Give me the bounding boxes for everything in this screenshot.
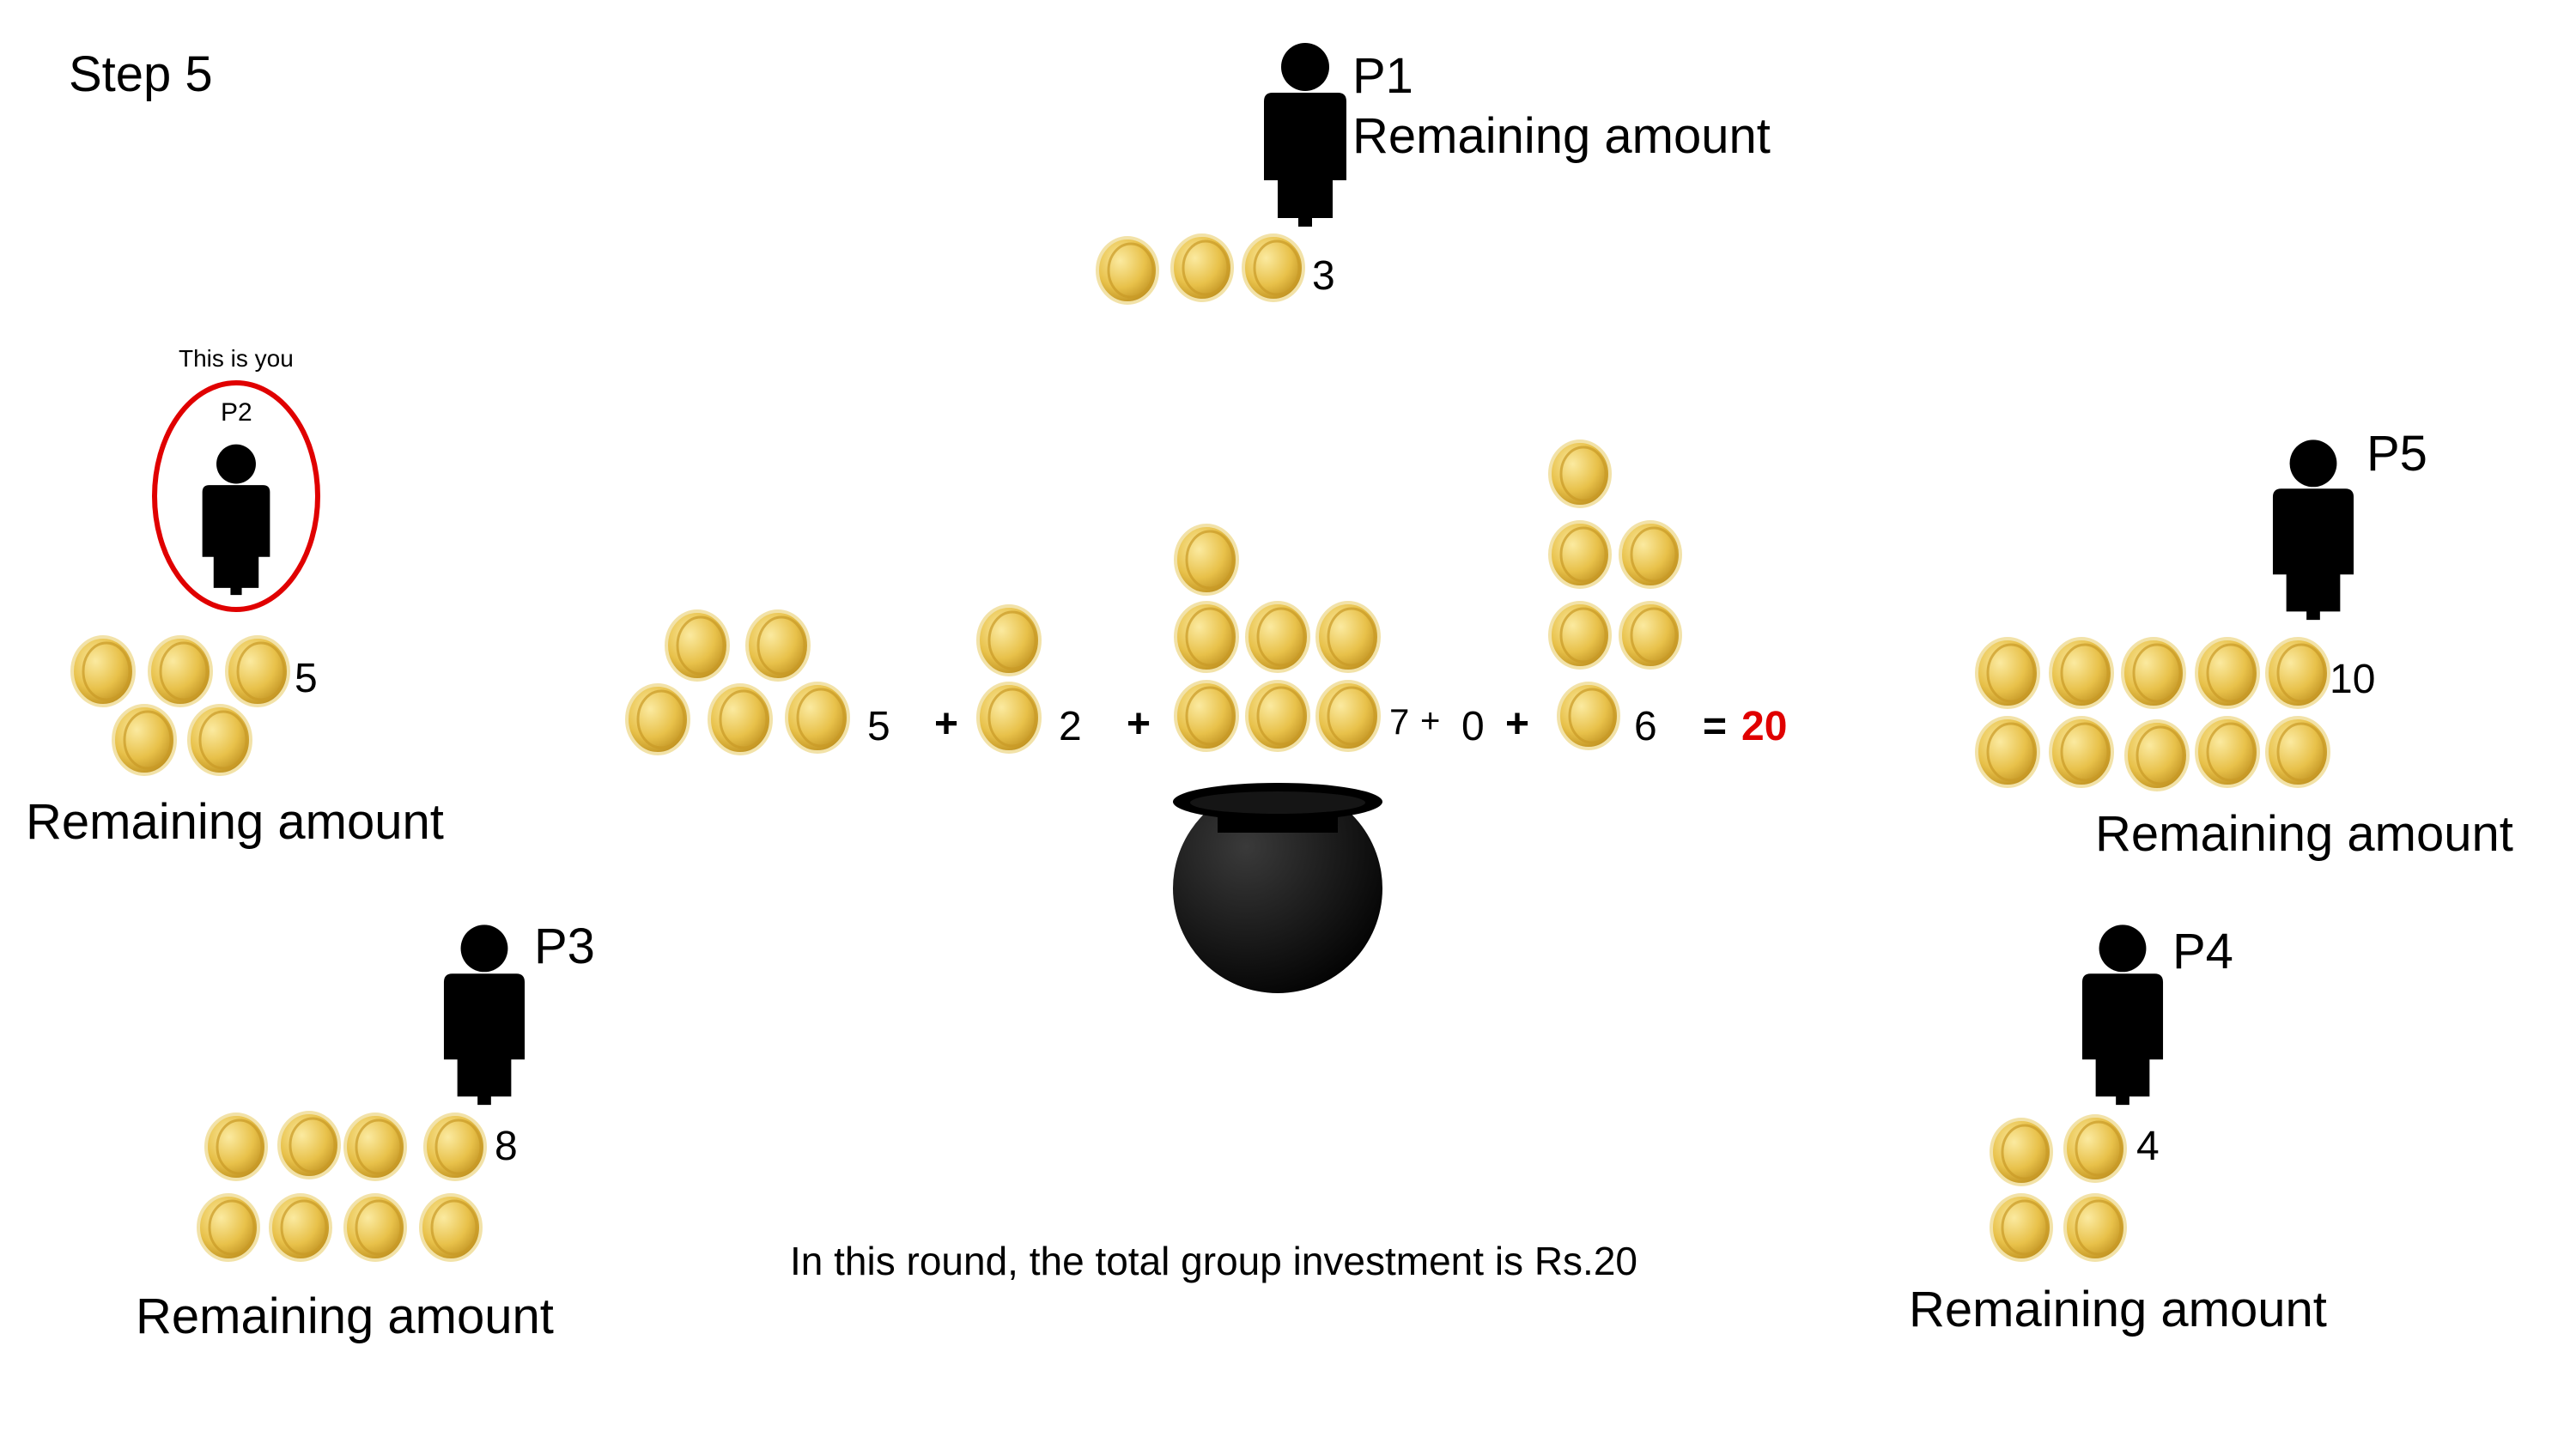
coin-icon bbox=[625, 683, 690, 755]
pot-icon bbox=[1173, 783, 1382, 993]
coin-icon bbox=[343, 1113, 407, 1181]
coin-icon bbox=[785, 682, 850, 754]
coin-icon bbox=[1242, 233, 1305, 302]
contribution-term-4: 0 bbox=[1461, 704, 1485, 749]
p1-name: P1 bbox=[1352, 48, 1413, 104]
coin-icon bbox=[1548, 601, 1612, 670]
p1-remaining-coins bbox=[1096, 233, 1305, 305]
coin-icon bbox=[1975, 716, 2040, 788]
coin-icon bbox=[225, 635, 290, 707]
coin-icon bbox=[665, 609, 730, 682]
p2-remaining-label: Remaining amount bbox=[26, 794, 444, 850]
coin-icon bbox=[112, 704, 177, 776]
p2-name: P2 bbox=[221, 398, 252, 427]
coin-icon bbox=[2049, 637, 2114, 709]
coin-icon bbox=[2049, 716, 2114, 788]
coin-icon bbox=[2063, 1193, 2127, 1262]
you-label: This is you bbox=[179, 345, 294, 372]
p4-person-icon bbox=[2081, 925, 2164, 1106]
equals-sign: = bbox=[1703, 704, 1728, 749]
coin-icon bbox=[1990, 1193, 2053, 1262]
p1-contribution-coins bbox=[1174, 524, 1381, 752]
p4-remaining-value: 4 bbox=[2136, 1124, 2160, 1169]
coin-icon bbox=[204, 1113, 268, 1181]
coin-icon bbox=[197, 1193, 260, 1262]
p2-contribution-coins bbox=[625, 609, 850, 755]
plus-sign-3: + bbox=[1420, 702, 1441, 740]
coin-icon bbox=[1245, 601, 1310, 673]
contribution-term-2: 2 bbox=[1059, 704, 1082, 749]
coin-icon bbox=[2195, 637, 2260, 709]
coin-icon bbox=[419, 1193, 483, 1262]
coin-icon bbox=[2265, 716, 2330, 788]
coin-icon bbox=[423, 1113, 487, 1181]
coin-icon bbox=[2195, 716, 2260, 788]
p3-remaining-label: Remaining amount bbox=[136, 1288, 554, 1344]
coin-icon bbox=[1174, 601, 1239, 673]
coin-icon bbox=[343, 1193, 407, 1262]
p4-name: P4 bbox=[2172, 924, 2233, 979]
p2-remaining-value: 5 bbox=[295, 656, 318, 701]
p3-name: P3 bbox=[534, 919, 595, 974]
p2-person-icon bbox=[202, 444, 270, 596]
coin-icon bbox=[2265, 637, 2330, 709]
p1-remaining-value: 3 bbox=[1312, 253, 1335, 299]
coin-icon bbox=[976, 682, 1042, 754]
contribution-term-3: 7 bbox=[1389, 701, 1410, 742]
coin-icon bbox=[187, 704, 252, 776]
coin-icon bbox=[1315, 680, 1381, 752]
p5-name: P5 bbox=[2366, 426, 2427, 482]
p1-remaining-label: Remaining amount bbox=[1352, 108, 1771, 164]
contribution-term-5: 6 bbox=[1634, 704, 1657, 749]
p5-contribution-coins bbox=[1548, 440, 1682, 750]
coin-icon bbox=[1990, 1118, 2053, 1186]
coin-icon bbox=[148, 635, 213, 707]
coin-icon bbox=[1096, 236, 1159, 305]
coin-icon bbox=[708, 683, 773, 755]
coin-icon bbox=[1548, 440, 1612, 508]
coin-icon bbox=[745, 609, 811, 682]
p5-remaining-value: 10 bbox=[2330, 657, 2376, 702]
p3-person-icon bbox=[443, 925, 526, 1106]
p3-remaining-coins bbox=[197, 1111, 487, 1262]
coin-icon bbox=[1619, 601, 1682, 670]
step-label: Step 5 bbox=[69, 46, 213, 102]
plus-sign-1: + bbox=[934, 701, 959, 747]
you-highlight-ring bbox=[152, 380, 320, 612]
plus-sign-4: + bbox=[1505, 701, 1530, 747]
coin-icon bbox=[1174, 524, 1239, 596]
plus-sign-2: + bbox=[1127, 701, 1151, 747]
coin-icon bbox=[277, 1111, 341, 1179]
contribution-term-1: 5 bbox=[867, 704, 890, 749]
p5-person-icon bbox=[2272, 440, 2354, 621]
round-summary-text: In this round, the total group investmen… bbox=[790, 1239, 1637, 1283]
coin-icon bbox=[1245, 680, 1310, 752]
total-investment-value: 20 bbox=[1741, 704, 1788, 749]
coin-icon bbox=[2121, 637, 2186, 709]
coin-icon bbox=[1174, 680, 1239, 752]
coin-icon bbox=[70, 635, 136, 707]
p4-remaining-coins bbox=[1990, 1114, 2127, 1262]
coin-icon bbox=[2063, 1114, 2127, 1183]
coin-icon bbox=[1548, 520, 1612, 589]
p4-remaining-label: Remaining amount bbox=[1909, 1282, 2327, 1337]
p2-remaining-coins bbox=[70, 635, 290, 776]
coin-groups bbox=[70, 233, 2330, 1262]
p5-remaining-label: Remaining amount bbox=[2095, 806, 2513, 862]
coin-icon bbox=[2124, 719, 2190, 791]
p5-remaining-coins bbox=[1975, 637, 2330, 791]
coin-icon bbox=[269, 1193, 332, 1262]
coin-icon bbox=[1975, 637, 2040, 709]
coin-icon bbox=[1557, 682, 1620, 750]
p3-remaining-value: 8 bbox=[495, 1124, 518, 1169]
p3-contribution-coins bbox=[976, 604, 1042, 754]
p1-person-icon bbox=[1264, 43, 1346, 227]
coin-icon bbox=[1315, 601, 1381, 673]
coin-icon bbox=[976, 604, 1042, 676]
coin-icon bbox=[1619, 520, 1682, 589]
coin-icon bbox=[1170, 233, 1234, 302]
